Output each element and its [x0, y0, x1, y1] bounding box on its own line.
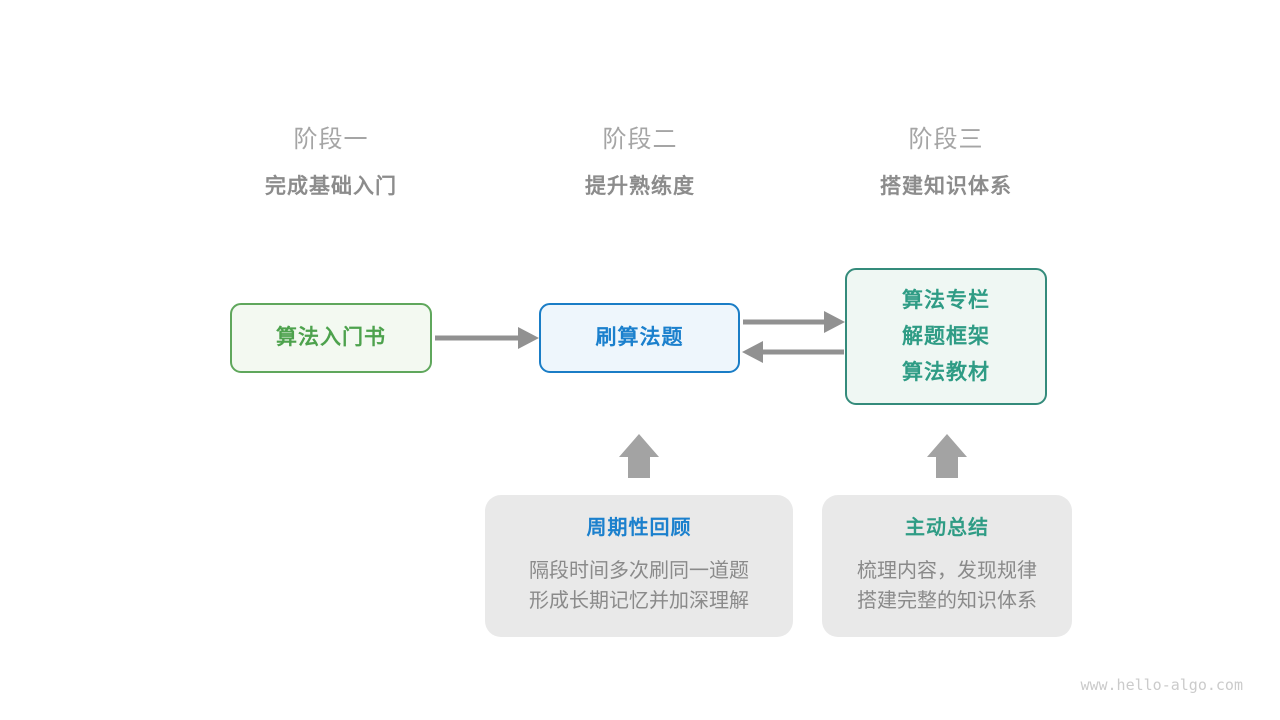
note-periodic-review-title: 周期性回顾	[586, 517, 692, 539]
arrow-summary-up-icon	[927, 434, 967, 478]
note-active-summary-body-line-1: 梳理内容，发现规律	[857, 560, 1037, 582]
stage-1-subtitle: 完成基础入门	[265, 175, 397, 198]
node-resources-line-3: 算法教材	[902, 360, 990, 384]
watermark-url: www.hello-algo.com	[1080, 676, 1243, 694]
arrow-practice-to-resources-icon	[743, 311, 845, 333]
node-resources-line-2: 解题框架	[902, 324, 990, 348]
node-practice-problems-label: 刷算法题	[595, 326, 684, 349]
stage-2-subtitle: 提升熟练度	[585, 175, 695, 198]
stage-3-header: 阶段三 搭建知识体系	[786, 124, 1106, 200]
stage-1-label: 阶段一	[293, 126, 369, 153]
arrow-resources-to-practice-icon	[742, 341, 844, 363]
stage-1-header: 阶段一 完成基础入门	[171, 124, 491, 200]
node-resources-line-1: 算法专栏	[902, 288, 990, 312]
node-practice-problems: 刷算法题	[539, 303, 740, 373]
stage-3-label: 阶段三	[908, 126, 984, 153]
stage-3-subtitle: 搭建知识体系	[880, 175, 1012, 198]
stage-2-header: 阶段二 提升熟练度	[480, 124, 800, 200]
note-periodic-review: 周期性回顾 隔段时间多次刷同一道题 形成长期记忆并加深理解	[485, 495, 793, 637]
node-intro-book: 算法入门书	[230, 303, 432, 373]
note-periodic-review-body-line-2: 形成长期记忆并加深理解	[529, 590, 749, 612]
note-active-summary-body-line-2: 搭建完整的知识体系	[857, 590, 1037, 612]
note-active-summary-title: 主动总结	[905, 517, 989, 539]
note-active-summary-body: 梳理内容，发现规律 搭建完整的知识体系	[822, 556, 1072, 616]
note-periodic-review-body-line-1: 隔段时间多次刷同一道题	[529, 560, 749, 582]
node-intro-book-label: 算法入门书	[276, 326, 386, 349]
node-knowledge-resources: 算法专栏 解题框架 算法教材	[845, 268, 1047, 405]
note-active-summary: 主动总结 梳理内容，发现规律 搭建完整的知识体系	[822, 495, 1072, 637]
stage-2-label: 阶段二	[602, 126, 678, 153]
arrow-review-up-icon	[619, 434, 659, 478]
arrow-intro-book-to-practice-icon	[435, 327, 539, 349]
note-periodic-review-body: 隔段时间多次刷同一道题 形成长期记忆并加深理解	[485, 556, 793, 616]
